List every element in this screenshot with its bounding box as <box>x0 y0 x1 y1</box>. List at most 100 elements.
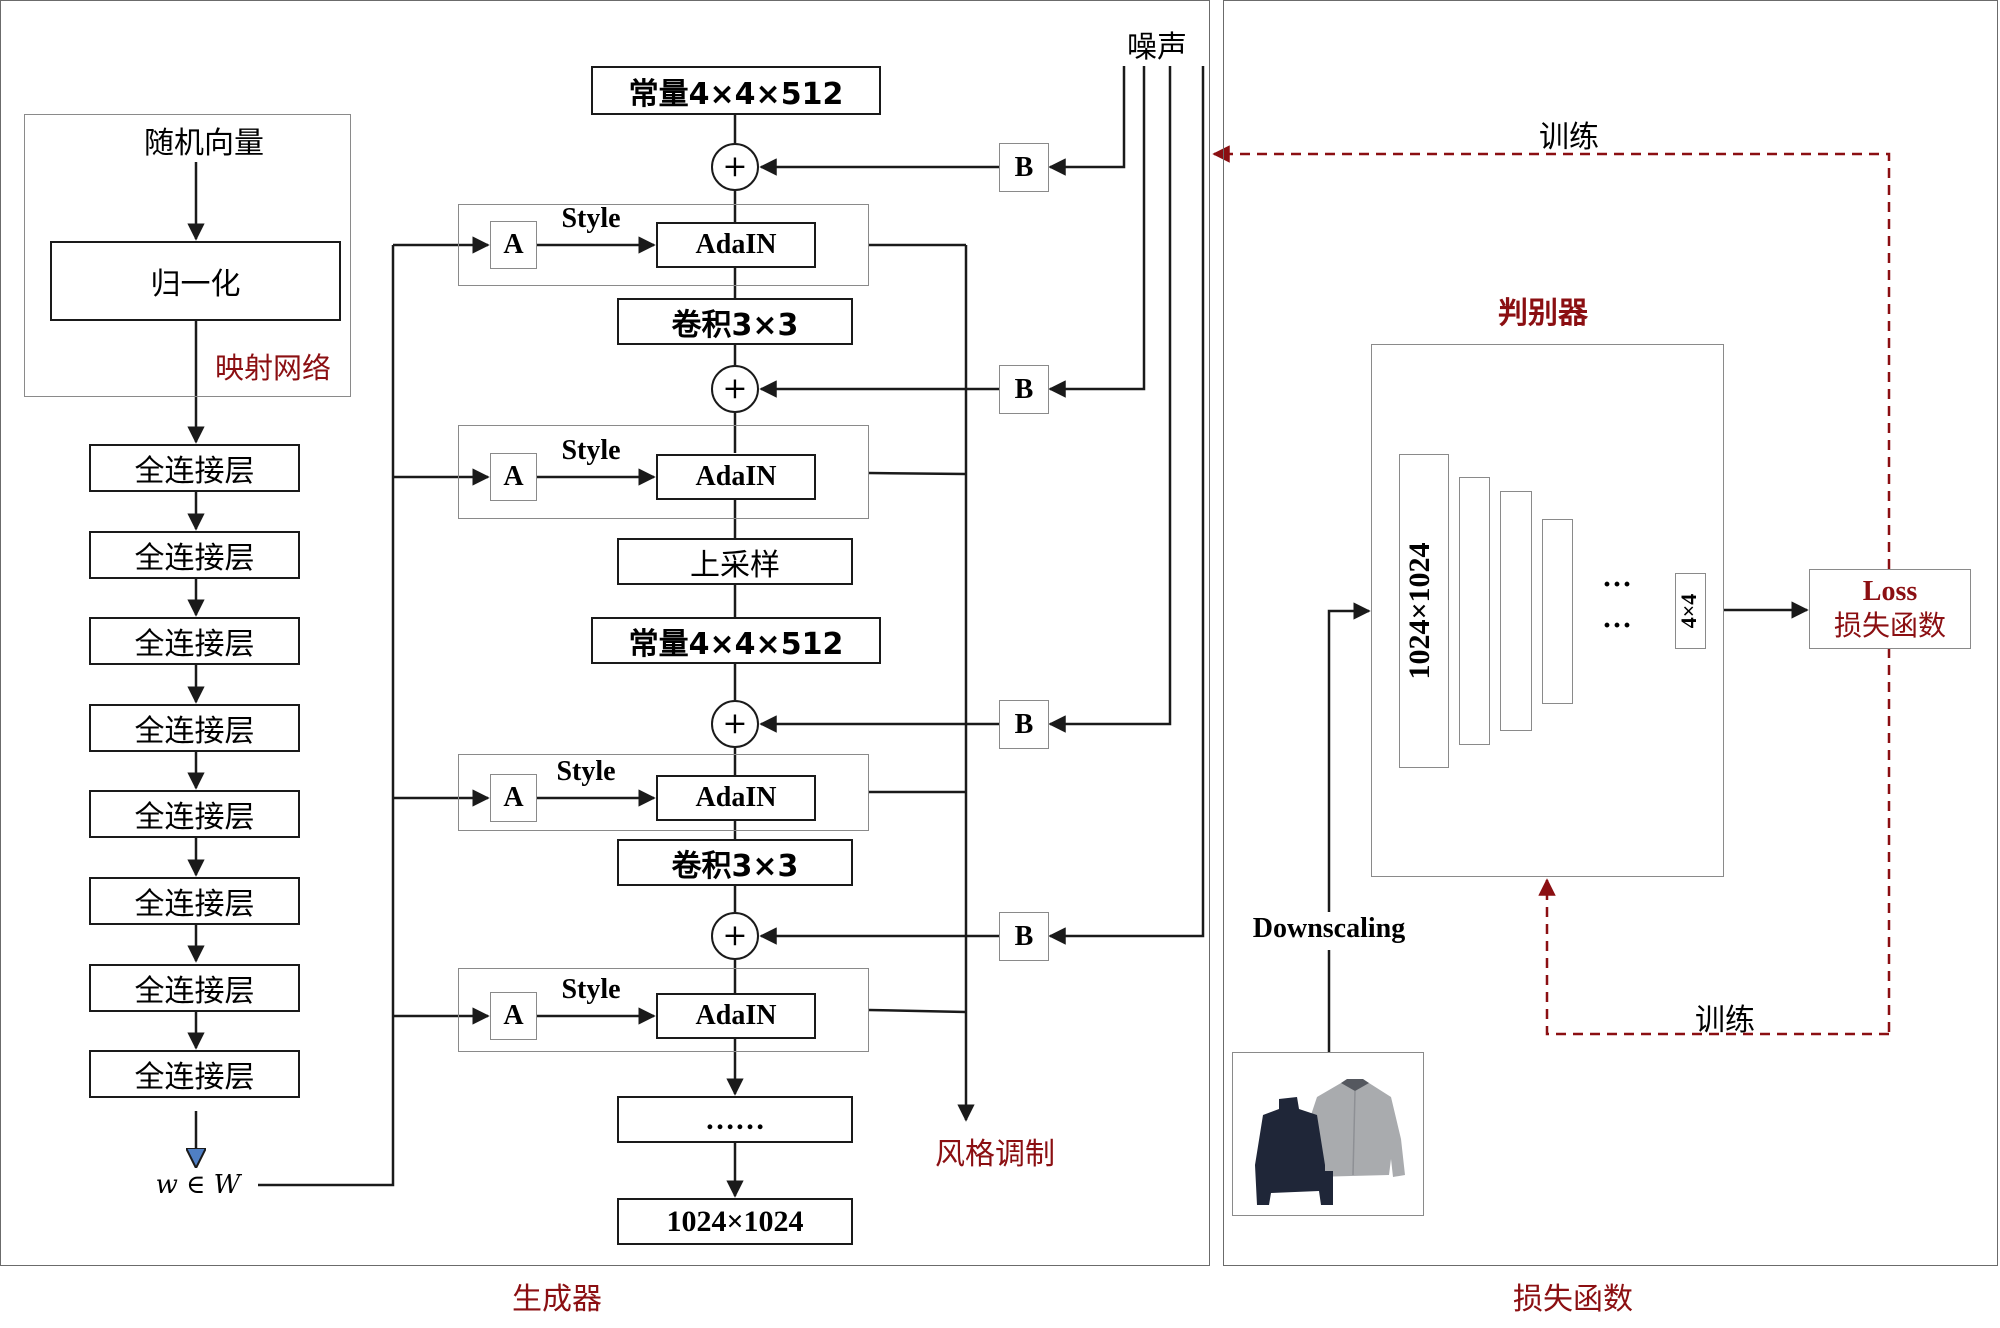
fc-layer-label: 全连接层 <box>134 627 255 663</box>
discriminator-label: 判别器 <box>1498 296 1588 331</box>
conv-box-1: 卷积3×3 <box>617 298 853 345</box>
loss-box: Loss 损失函数 <box>1809 569 1971 649</box>
mapping-network-group <box>24 114 351 397</box>
add-noise-node: + <box>711 365 759 413</box>
style-modulation-label: 风格调制 <box>935 1137 1055 1172</box>
fc-layer-label: 全连接层 <box>134 887 255 922</box>
affine-label: A <box>503 229 524 260</box>
navy-sweater-shape <box>1255 1097 1333 1205</box>
random-vector-label: 随机向量 <box>144 126 264 161</box>
noise-scale-box: B <box>999 143 1049 192</box>
conv-label-2: 卷积3×3 <box>671 848 799 884</box>
discriminator-final-res-label: 4×4 <box>1676 593 1701 629</box>
affine-label: A <box>503 1000 524 1031</box>
adain-label: AdaIN <box>695 461 777 492</box>
add-noise-node: + <box>711 143 759 191</box>
style-label: Style <box>561 203 621 234</box>
upsample-box: 上采样 <box>617 538 853 585</box>
noise-scale-label: B <box>1014 373 1034 405</box>
plus-icon: + <box>722 371 748 406</box>
conv-box-2: 卷积3×3 <box>617 839 853 886</box>
style-label: Style <box>556 756 616 787</box>
w-bus-line <box>258 245 395 1187</box>
noise-scale-box: B <box>999 365 1049 414</box>
generator-panel <box>0 0 1210 1266</box>
adain-label: AdaIN <box>695 782 777 813</box>
loss-title: Loss <box>1862 576 1918 607</box>
const-box-2: 常量4×4×512 <box>591 617 881 664</box>
noise-line-1 <box>1048 66 1126 176</box>
discriminator-dots-2: ··· <box>1601 609 1633 642</box>
discriminator-dots-1: ··· <box>1601 568 1633 601</box>
discriminator-layer-3 <box>1500 491 1532 731</box>
style-block-group <box>458 425 869 519</box>
discriminator-final-layer <box>1675 573 1706 649</box>
noise-label: 噪声 <box>1127 30 1187 65</box>
plus-icon: + <box>722 149 748 184</box>
adain-box: AdaIN <box>656 993 816 1039</box>
discriminator-layer-2 <box>1459 477 1490 745</box>
loss-panel-caption: 损失函数 <box>1513 1282 1633 1317</box>
adain-label: AdaIN <box>695 1000 777 1031</box>
fc-layer-label: 全连接层 <box>134 713 255 749</box>
mapping-network-label: 映射网络 <box>214 351 332 385</box>
downscaling-label: Downscaling <box>1252 913 1406 944</box>
train-feedback-generator <box>1212 145 1891 569</box>
noise-scale-label: B <box>1014 708 1034 740</box>
style-block-group <box>458 204 869 286</box>
plus-icon: + <box>722 706 748 741</box>
loss-panel <box>1223 0 1998 1266</box>
fc-layer-box: 全连接层 <box>89 790 300 839</box>
affine-transform-box: A <box>490 992 537 1040</box>
affine-transform-box: A <box>490 453 537 501</box>
train-label-top: 训练 <box>1539 120 1599 155</box>
train-feedback-discriminator <box>1538 878 1889 1036</box>
fc-layer-label: 全连接层 <box>134 540 255 576</box>
fc-layer-box: 全连接层 <box>89 1050 300 1099</box>
adain-box: AdaIN <box>656 775 816 821</box>
fc-layer-box: 全连接层 <box>89 963 300 1012</box>
fc-layer-label: 全连接层 <box>134 973 255 1009</box>
noise-scale-box: B <box>999 912 1049 961</box>
adain-box: AdaIN <box>656 222 816 268</box>
style-out-2 <box>868 471 967 476</box>
style-block-group <box>458 754 869 831</box>
clothing-sample-image <box>1232 1052 1424 1216</box>
ellipsis-label: …… <box>705 1102 765 1136</box>
noise-scale-label: B <box>1014 920 1034 952</box>
downscaling-line-upper <box>1327 602 1371 912</box>
noise-line-2 <box>1048 66 1146 398</box>
normalize-box: 归一化 <box>50 241 341 321</box>
upsample-label: 上采样 <box>690 547 780 583</box>
fc-layer-label: 全连接层 <box>134 800 255 836</box>
style-out-4 <box>868 1008 967 1014</box>
discriminator-layer-1 <box>1399 454 1449 768</box>
style-block-group <box>458 968 869 1052</box>
noise-scale-box: B <box>999 700 1049 749</box>
conv-label-1: 卷积3×3 <box>671 307 799 343</box>
noise-line-4 <box>1048 66 1205 945</box>
adain-box: AdaIN <box>656 454 816 500</box>
affine-transform-box: A <box>490 774 537 822</box>
noise-scale-label: B <box>1014 151 1034 183</box>
fc-layer-box: 全连接层 <box>89 530 300 579</box>
train-label-bottom: 训练 <box>1695 1003 1755 1038</box>
discriminator-layer-4 <box>1542 519 1573 704</box>
normalize-label: 归一化 <box>150 267 241 302</box>
output-resolution-box: 1024×1024 <box>617 1198 853 1245</box>
const-input-box: 常量4×4×512 <box>591 66 881 115</box>
latent-w-label: w ∈ W <box>155 1170 241 1200</box>
add-noise-node: + <box>711 912 759 960</box>
discriminator-input-res-label: 1024×1024 <box>1403 542 1436 680</box>
noise-line-3 <box>1048 66 1172 733</box>
fc-layer-box: 全连接层 <box>89 444 300 492</box>
style-label: Style <box>561 974 621 1005</box>
ellipsis-box: …… <box>617 1096 853 1143</box>
discriminator-box <box>1371 344 1724 877</box>
const-label-2: 常量4×4×512 <box>628 626 844 662</box>
gray-jacket-shape <box>1299 1079 1405 1177</box>
clothing-illustration <box>1255 1079 1405 1205</box>
style-label: Style <box>561 435 621 466</box>
const-input-label: 常量4×4×512 <box>628 76 844 112</box>
